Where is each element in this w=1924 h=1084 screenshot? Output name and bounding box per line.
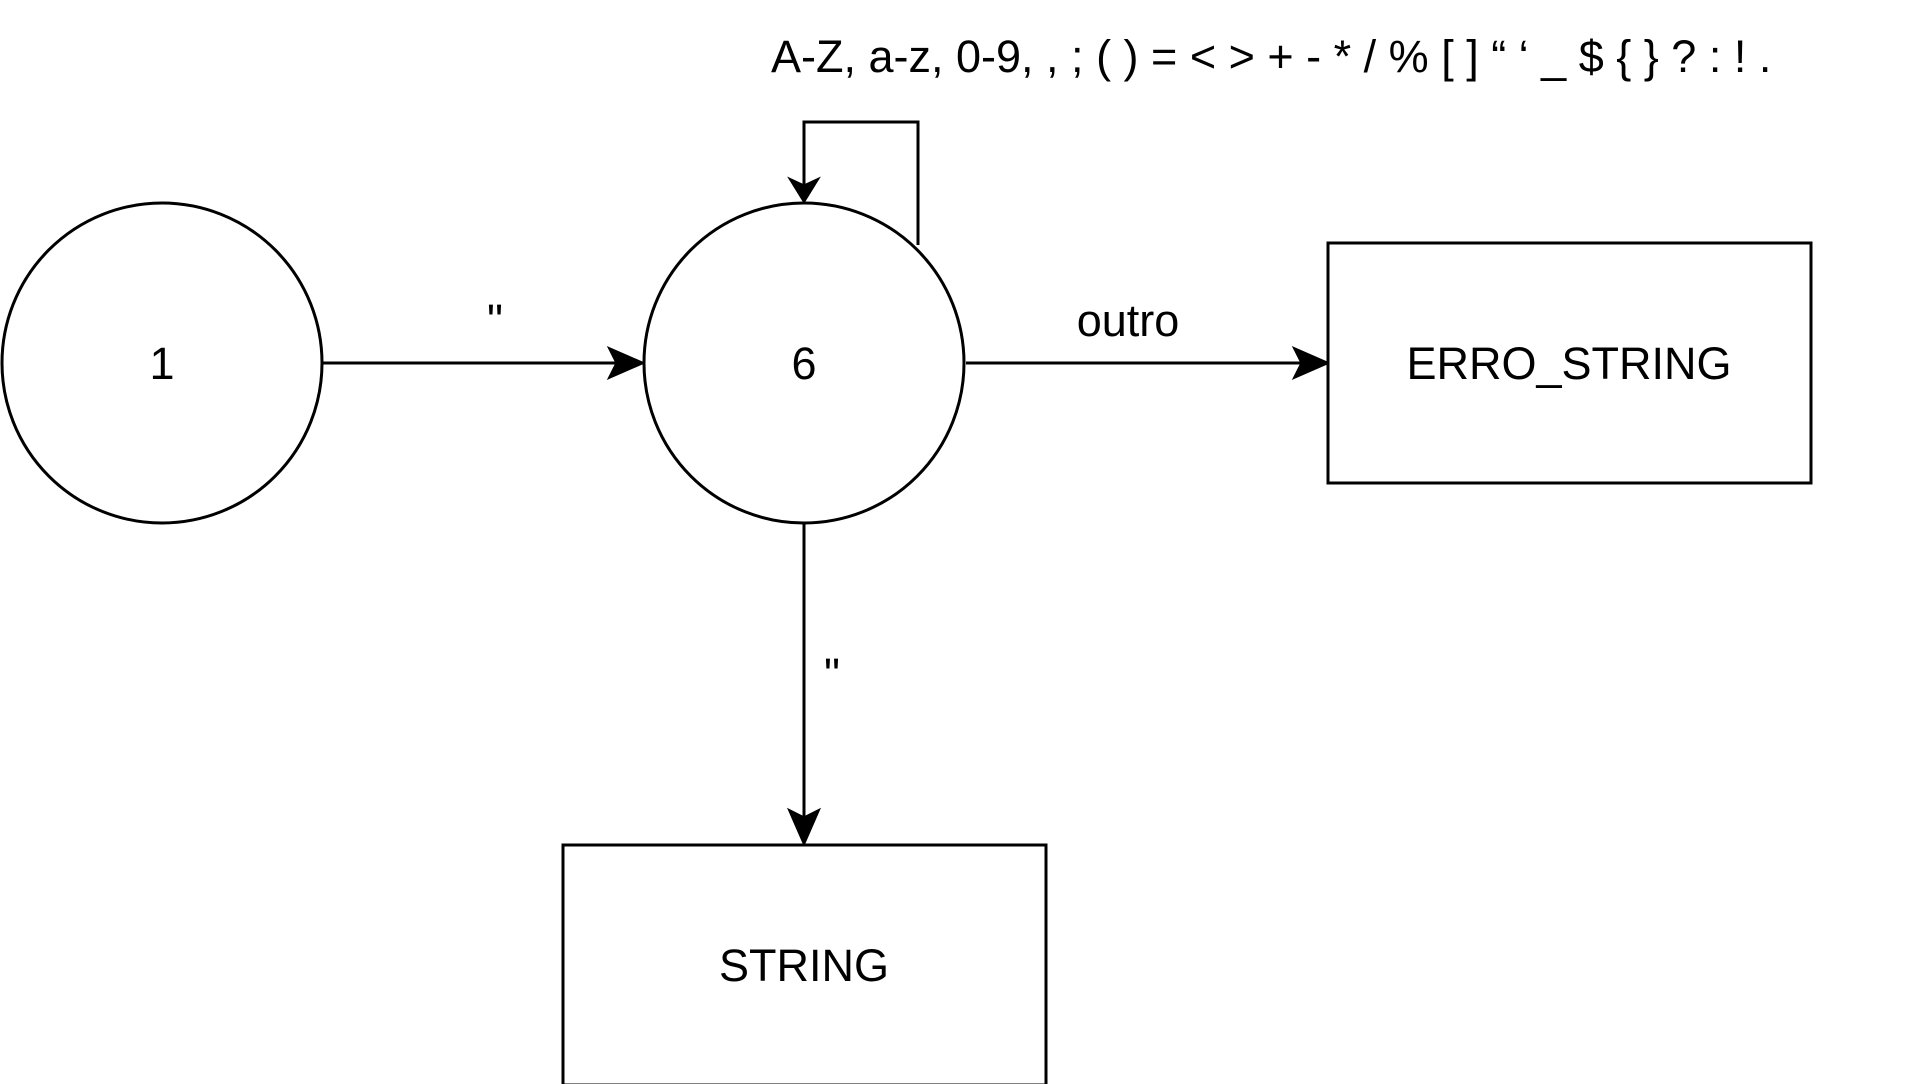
state-node-1: 1 bbox=[0, 201, 324, 525]
state-circle bbox=[642, 201, 966, 525]
state-node-6: 6 bbox=[642, 201, 966, 525]
terminal-label: ERRO_STRING bbox=[1406, 338, 1731, 389]
terminal-node-erro-string: ERRO_STRING bbox=[1326, 241, 1813, 485]
state-circle bbox=[0, 201, 324, 525]
state-label: 6 bbox=[791, 338, 816, 389]
edge-6-to-string-arrowhead bbox=[786, 807, 822, 847]
terminal-box bbox=[1326, 241, 1813, 485]
edge-label-self-loop: A-Z, a-z, 0-9, , ; ( ) = < > + - * / % [… bbox=[771, 31, 1771, 82]
edge-label-6-to-erro-string: outro bbox=[1077, 295, 1180, 346]
state-label: 1 bbox=[149, 338, 174, 389]
edge-1-to-6-arrowhead bbox=[606, 345, 646, 381]
terminal-node-string: STRING bbox=[561, 843, 1048, 1084]
terminal-label: STRING bbox=[719, 940, 889, 991]
edge-label-1-to-6: " bbox=[487, 295, 503, 346]
edge-6-to-erro-string-arrowhead bbox=[1291, 345, 1331, 381]
terminal-box bbox=[561, 843, 1048, 1084]
edge-label-6-to-string: " bbox=[824, 649, 840, 700]
self-loop-arrowhead bbox=[787, 176, 821, 204]
